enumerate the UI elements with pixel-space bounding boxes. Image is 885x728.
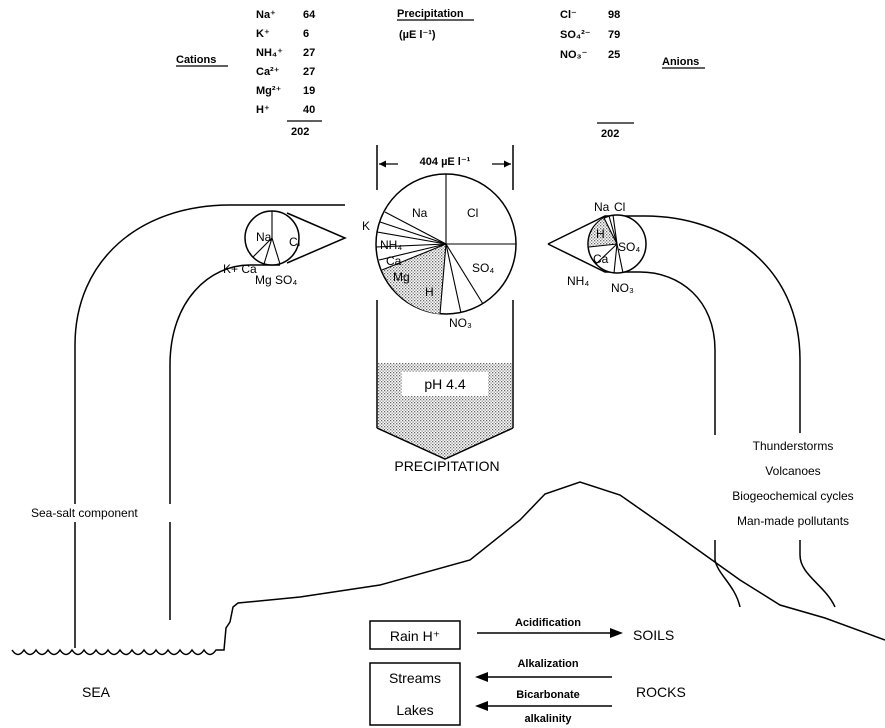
alkalization-label: Alkalization [517,658,578,670]
dimension-arrow-right [504,161,511,168]
center-pie-label-ca: Ca [386,254,402,268]
anion-ion-no3: NO₃⁻ [560,49,588,61]
cation-ion-ca: Ca²⁺ [256,66,280,78]
center-pie-label-h: H [425,285,434,299]
center-pie-label-k: K [362,219,370,233]
right-pie-label-cl: Cl [614,200,625,214]
rain-h-label: Rain H⁺ [390,628,440,644]
anions-label: Anions [662,56,699,68]
right-pie-label-ca: Ca [593,252,609,266]
soils-label: SOILS [633,627,674,643]
right-pie-label-na: Na [594,200,610,214]
sea-salt-caption: Sea-salt component [31,506,138,520]
right-pie-label-no3: NO₃ [611,281,634,295]
units-label: (µE l⁻¹) [399,29,436,41]
anion-value-no3: 25 [608,49,620,61]
center-pie-label-na: Na [412,206,428,220]
anion-ion-so4: SO₄²⁻ [560,29,591,41]
right-arch-inner [548,244,715,435]
anion-ion-cl: Cl⁻ [560,9,577,21]
precipitation-caption: PRECIPITATION [394,458,499,474]
cation-ion-mg: Mg²⁺ [256,85,282,97]
left-arch-inner [170,265,280,620]
cations-total: 202 [291,126,309,138]
cations-label: Cations [176,54,216,66]
acidification-arrow-head [610,628,623,638]
cation-ion-nh4: NH₄⁺ [256,47,283,59]
left-arch-outer [75,205,345,648]
anion-value-cl: 98 [608,9,620,21]
precipitation-title: Precipitation [397,8,464,20]
anion-value-so4: 79 [608,29,620,41]
dimension-arrow-left [379,161,386,168]
center-pie-label-cl: Cl [467,206,478,220]
source-man-made-pollutants: Man-made pollutants [737,514,849,528]
cation-value-na: 64 [303,9,316,21]
cation-value-mg: 19 [303,85,315,97]
bicarbonate-label: Bicarbonate [516,689,580,701]
right-arch-top [548,216,800,435]
cation-ion-h: H⁺ [256,104,270,116]
cation-value-k: 6 [303,28,309,40]
left-pie-label-mg: Mg [255,273,272,287]
acidification-label: Acidification [515,617,581,629]
cation-value-ca: 27 [303,66,315,78]
cation-value-h: 40 [303,104,315,116]
source-biogeochemical-cycles: Biogeochemical cycles [732,489,853,503]
cation-value-nh4: 27 [303,47,315,59]
alkalinity-label: alkalinity [524,713,572,725]
alkalization-arrow-head [475,672,488,682]
sea-label: SEA [82,684,111,700]
right-pie-label-nh4: NH₄ [567,274,589,288]
left-pie-label-kca: K+ Ca [223,262,257,276]
rocks-label: ROCKS [636,684,686,700]
total-equivalents-label: 404 µE l⁻¹ [420,156,471,168]
source-thunderstorms: Thunderstorms [753,439,834,453]
right-arch-inner-bottom [715,540,740,607]
anions-total: 202 [601,128,619,140]
left-pie-label-cl: Cl [289,235,300,249]
cation-ion-k: K⁺ [256,28,270,40]
streams-label: Streams [389,670,441,686]
bicarbonate-arrow-head [475,701,488,711]
center-pie-label-nh4: NH₄ [380,238,402,252]
right-pie-label-h: H [596,227,605,241]
center-pie-label-no3: NO₃ [449,316,472,330]
ph-label: pH 4.4 [424,376,465,392]
left-pie-label-so4: SO₄ [275,273,297,287]
cation-ion-na: Na⁺ [256,9,276,21]
center-pie-label-mg: Mg [393,270,410,284]
source-volcanoes: Volcanoes [765,464,820,478]
left-pie-label-na: Na [256,230,272,244]
right-pie-label-so4: SO₄ [618,240,640,254]
lakes-label: Lakes [396,702,433,718]
right-arch-outer-bottom [800,540,835,607]
center-pie-label-so4: SO₄ [472,261,494,275]
